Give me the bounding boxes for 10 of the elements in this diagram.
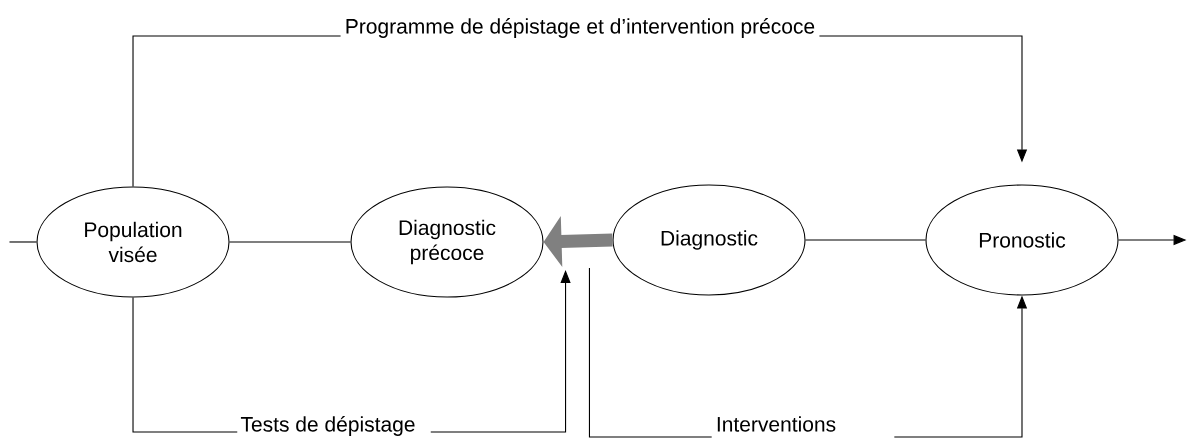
bracket-label: Interventions: [717, 416, 836, 432]
connector-line: [132, 297, 238, 433]
connector-line: [588, 267, 713, 438]
arrow: [430, 270, 571, 433]
connector-line: [132, 35, 342, 187]
connector-line: [229, 241, 351, 243]
bracket-label: Tests de dépistage: [240, 416, 415, 436]
connector-line: [805, 239, 926, 241]
bracket-label: Programme de dépistage et d’intervention précoce: [346, 18, 815, 38]
connector-line: [8, 241, 37, 243]
